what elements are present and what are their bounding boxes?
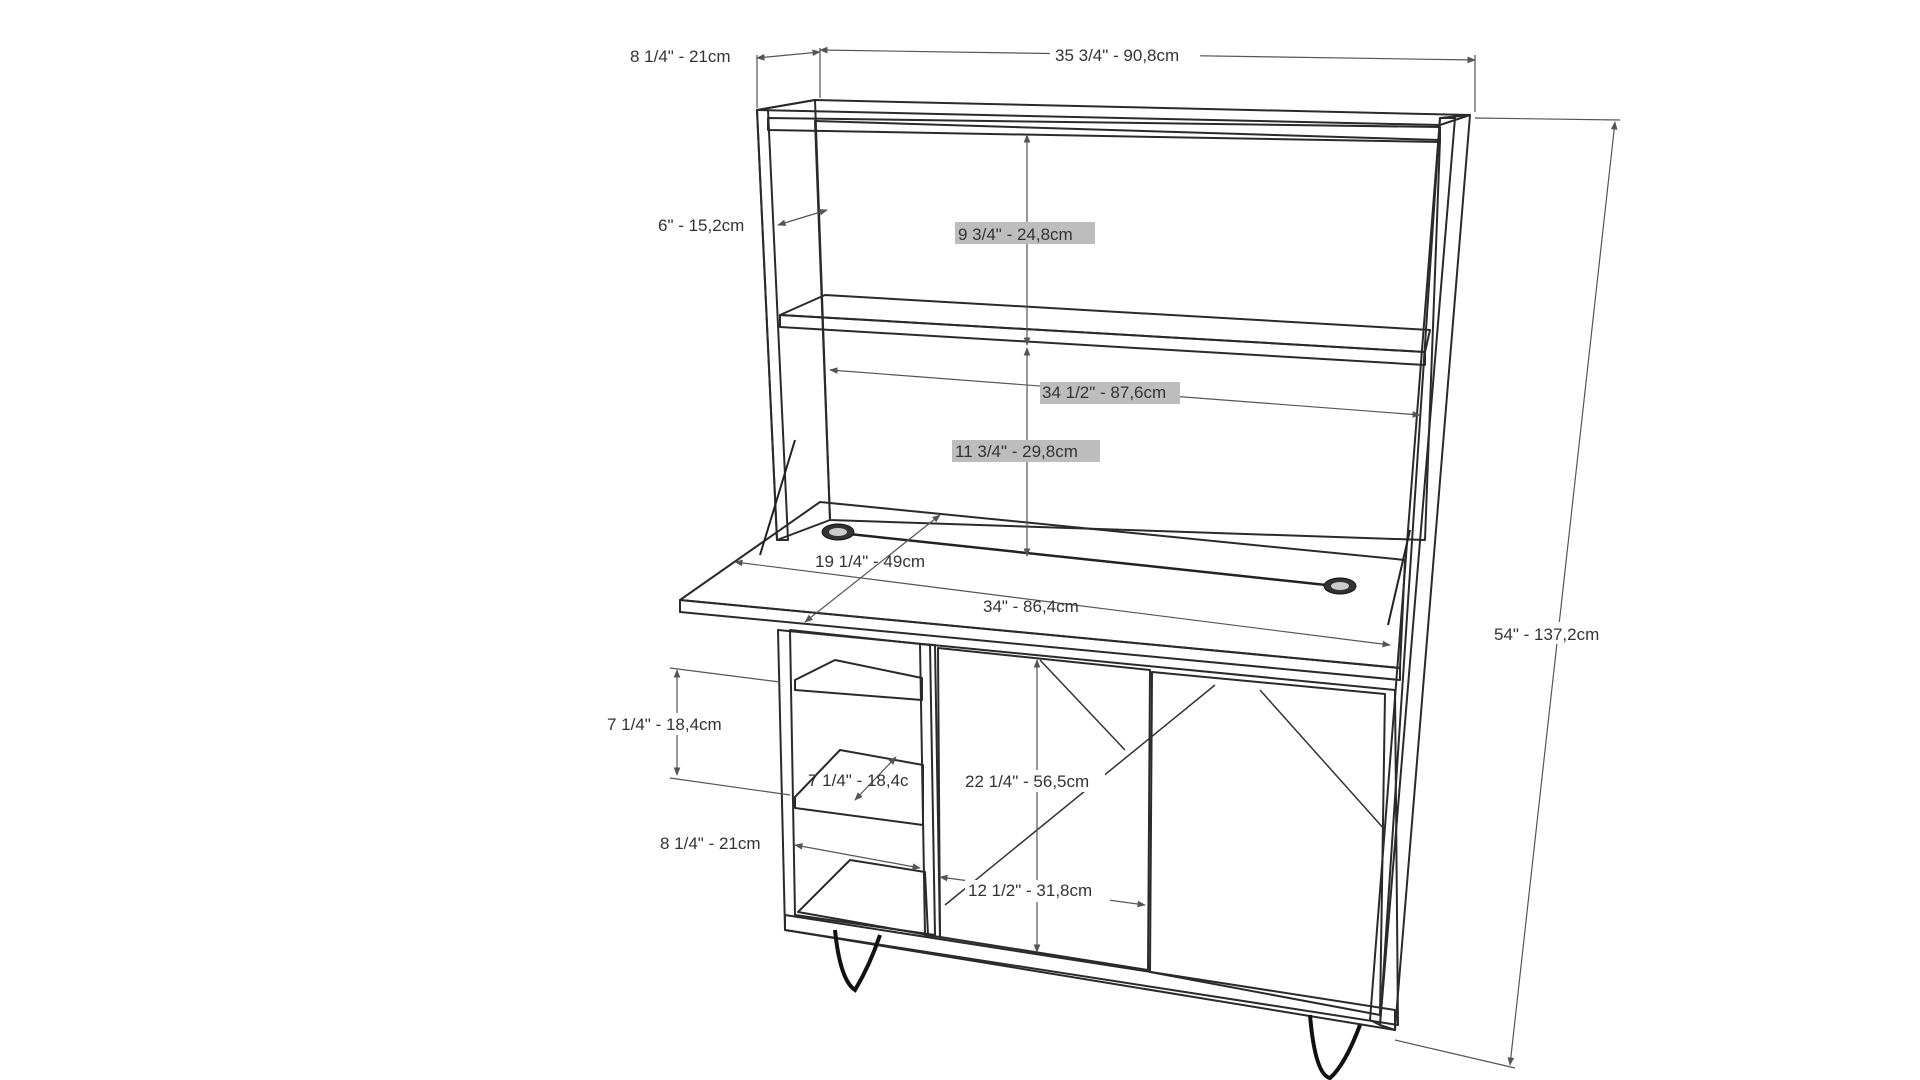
label-cabinet-height: 22 1/4" - 56,5cm: [965, 772, 1089, 791]
label-overall-width: 35 3/4" - 90,8cm: [1055, 46, 1179, 65]
label-side-depth: 6" - 15,2cm: [658, 216, 744, 235]
door-brace-1: [1039, 659, 1126, 751]
cubby-shelf-lower: [794, 749, 924, 826]
door-brace-2: [944, 684, 1216, 906]
right-side-panel: [1379, 114, 1471, 1031]
left-side-panel: [756, 99, 831, 541]
label-cubby-depth: 8 1/4" - 21cm: [660, 834, 761, 853]
grommet-right-inner: [1331, 582, 1349, 590]
label-desk-width: 34" - 86,4cm: [983, 597, 1079, 616]
label-desk-depth: 19 1/4" - 49cm: [815, 552, 925, 571]
right-side-inner: [1369, 117, 1456, 1026]
leg-front-left: [833, 929, 882, 993]
middle-shelf-front: [779, 314, 1426, 366]
cabinet-door-right: [1149, 671, 1386, 1016]
top-panel: [756, 99, 1471, 126]
lower-cabinet-body: [777, 629, 1399, 1026]
label-door-width: 12 1/2" - 31,8cm: [968, 881, 1092, 900]
cabinet-base: [784, 914, 1396, 1031]
label-overall-height: 54" - 137,2cm: [1494, 625, 1599, 644]
desk-stay-left: [759, 439, 796, 556]
label-top-shelf-gap: 9 3/4" - 24,8cm: [958, 225, 1073, 244]
door-brace-3: [1259, 689, 1386, 831]
middle-shelf: [779, 294, 1431, 353]
grommet-left-inner: [829, 528, 847, 536]
back-panel: [814, 120, 1441, 541]
desk-stay-right: [1387, 529, 1411, 626]
leg-front-right: [1308, 1014, 1362, 1080]
label-left-shelf-gap: 7 1/4" - 18,4cm: [607, 715, 722, 734]
label-overall-depth: 8 1/4" - 21cm: [630, 47, 731, 66]
cubby-floor: [797, 859, 929, 936]
cabinet-door-left: [937, 647, 1151, 971]
label-inner-width: 34 1/2" - 87,6cm: [1042, 383, 1166, 402]
label-left-shelf-gap-inner: 7 1/4" - 18,4c: [808, 771, 909, 790]
label-mid-shelf-gap: 11 3/4" - 29,8cm: [955, 442, 1078, 461]
cubby-shelf-upper: [794, 659, 923, 701]
top-panel-front: [767, 117, 1441, 143]
dimension-labels: 8 1/4" - 21cm 35 3/4" - 90,8cm 54" - 137…: [605, 44, 1615, 902]
hutch-furniture: [679, 99, 1471, 1080]
